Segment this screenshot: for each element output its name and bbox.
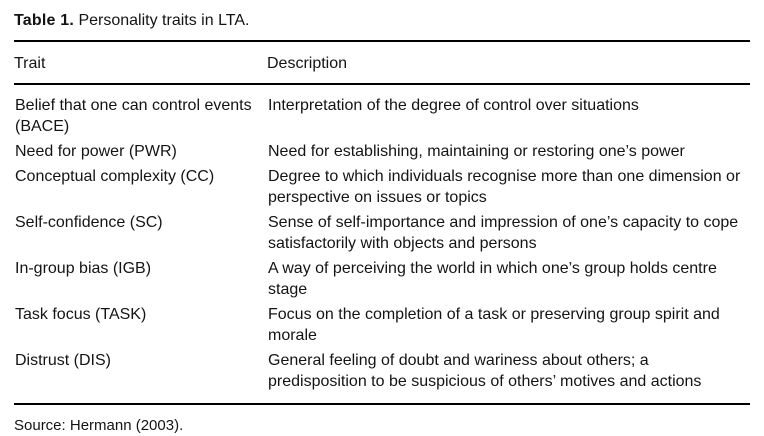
column-header-description: Description — [267, 41, 750, 85]
table-row: Distrust (DIS) General feeling of doubt … — [14, 348, 750, 404]
table-caption-label: Table 1. — [14, 12, 74, 29]
trait-cell: Belief that one can control events (BACE… — [15, 97, 252, 135]
description-cell: Sense of self-importance and impression … — [268, 214, 739, 252]
trait-cell: In-group bias (IGB) — [15, 260, 152, 277]
table-row: Need for power (PWR) Need for establishi… — [14, 139, 750, 164]
description-cell: Focus on the completion of a task or pre… — [268, 306, 720, 344]
description-cell: General feeling of doubt and wariness ab… — [268, 352, 702, 390]
trait-cell: Self-confidence (SC) — [15, 214, 163, 231]
trait-cell: Distrust (DIS) — [15, 352, 111, 369]
description-cell: Need for establishing, maintaining or re… — [268, 143, 685, 160]
trait-cell: Need for power (PWR) — [15, 143, 177, 160]
table-source-note: Source: Hermann (2003). — [14, 417, 184, 434]
personality-traits-table: Trait Description Belief that one can co… — [14, 40, 750, 405]
table-row: Belief that one can control events (BACE… — [14, 84, 750, 139]
description-cell: Interpretation of the degree of control … — [268, 97, 639, 114]
table-row: Self-confidence (SC) Sense of self-impor… — [14, 210, 750, 256]
table-header-row: Trait Description — [14, 41, 750, 85]
table-row: Task focus (TASK) Focus on the completio… — [14, 302, 750, 348]
trait-cell: Conceptual complexity (CC) — [15, 168, 215, 185]
table-header: Trait Description — [14, 41, 750, 85]
table-row: In-group bias (IGB) A way of perceiving … — [14, 256, 750, 302]
table-row: Conceptual complexity (CC) Degree to whi… — [14, 164, 750, 210]
description-cell: A way of perceiving the world in which o… — [268, 260, 717, 298]
trait-cell: Task focus (TASK) — [15, 306, 147, 323]
table-caption: Table 1. Personality traits in LTA. — [14, 11, 750, 31]
table-caption-text: Personality traits in LTA. — [78, 12, 250, 29]
description-cell: Degree to which individuals recognise mo… — [268, 168, 741, 206]
table-body: Belief that one can control events (BACE… — [14, 84, 750, 404]
column-header-trait: Trait — [14, 41, 267, 85]
